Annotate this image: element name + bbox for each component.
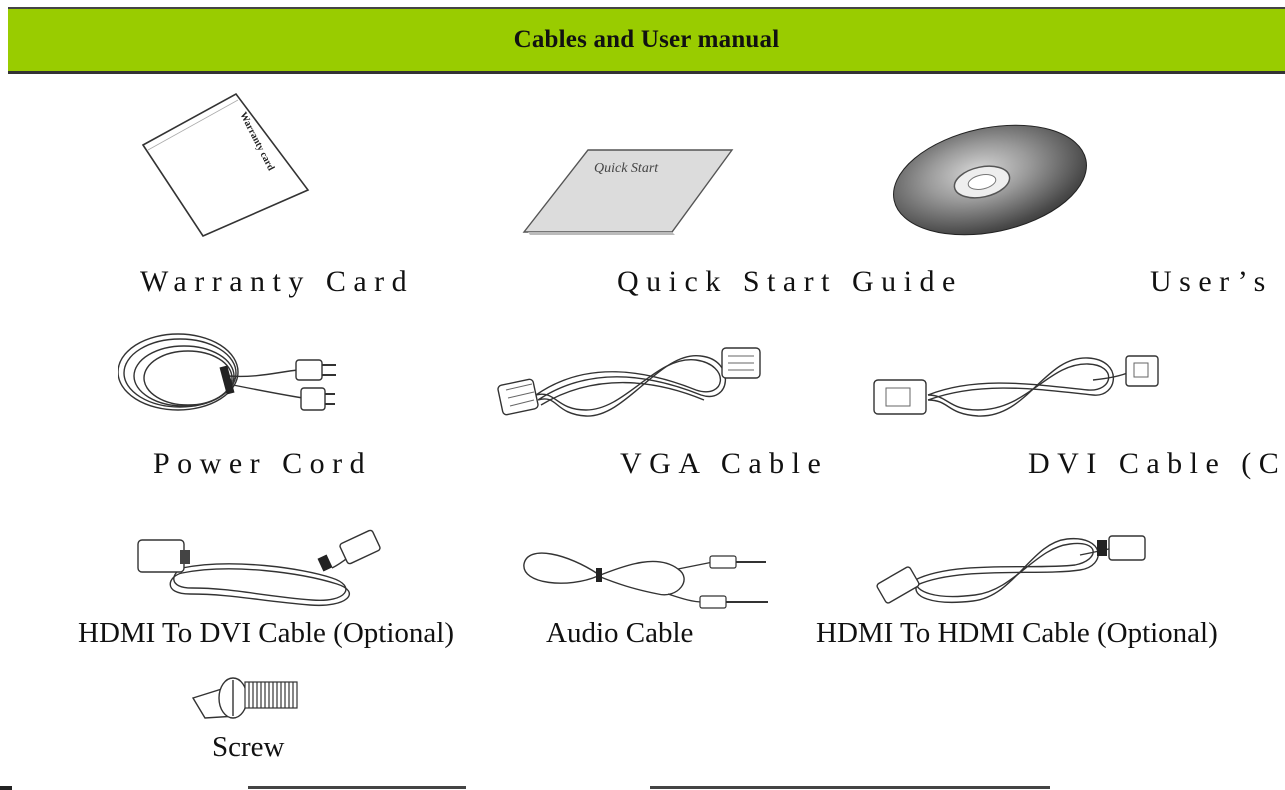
vga-cable-icon [497, 347, 761, 417]
audio-cable-icon [523, 552, 768, 609]
cd-disc-icon [893, 124, 1087, 236]
quick-start-guide-icon: Quick Start [522, 149, 734, 235]
vga-cable-label: VGA Cable [620, 447, 829, 480]
section-title: Cables and User manual [513, 26, 780, 53]
warranty-card-icon: Warranty card [141, 92, 310, 238]
section-header: Cables and User manual [8, 7, 1285, 74]
audio-cable-label: Audio Cable [546, 617, 694, 649]
quick-start-guide-label: Quick Start Guide [617, 265, 963, 298]
hdmi-to-dvi-cable-label: HDMI To DVI Cable (Optional) [78, 617, 454, 649]
next-section-edge [0, 786, 1050, 790]
dvi-cable-icon [873, 355, 1159, 417]
quick-start-text: Quick Start [594, 161, 659, 176]
hdmi-to-hdmi-cable-label: HDMI To HDMI Cable (Optional) [816, 617, 1218, 649]
hdmi-to-hdmi-cable-icon [876, 535, 1146, 604]
power-cord-label: Power Cord [153, 447, 373, 480]
power-cord-icon [118, 333, 336, 411]
users-manual-label: User’s [1150, 265, 1273, 298]
dvi-cable-label: DVI Cable (C [1028, 447, 1285, 480]
warranty-card-label: Warranty Card [140, 265, 415, 298]
screw-icon [191, 677, 298, 719]
hdmi-to-dvi-cable-icon [137, 529, 381, 607]
screw-label: Screw [212, 731, 285, 763]
